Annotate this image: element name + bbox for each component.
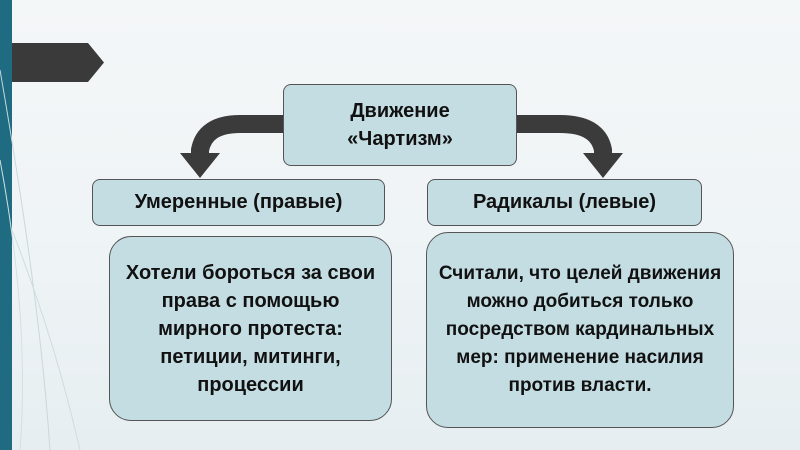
radical-description: Считали, что целей движения можно добить… (438, 263, 722, 396)
moderate-heading-box: Умеренные (правые) (92, 179, 385, 226)
moderate-heading: Умеренные (правые) (134, 191, 343, 213)
radical-heading: Радикалы (левые) (472, 191, 657, 213)
title-box: Движение «Чартизм» (283, 84, 517, 166)
moderate-description: Хотели бороться за свои права с помощью … (125, 261, 376, 396)
title-pentagon-arrow (12, 43, 104, 82)
radical-heading-box: Радикалы (левые) (427, 179, 702, 226)
left-accent-bar (0, 0, 12, 450)
title-line-1: Движение (350, 100, 450, 122)
moderate-description-box: Хотели бороться за свои права с помощью … (109, 236, 392, 421)
title-line-2: «Чартизм» (347, 128, 453, 150)
radical-description-box: Считали, что целей движения можно добить… (426, 232, 734, 428)
